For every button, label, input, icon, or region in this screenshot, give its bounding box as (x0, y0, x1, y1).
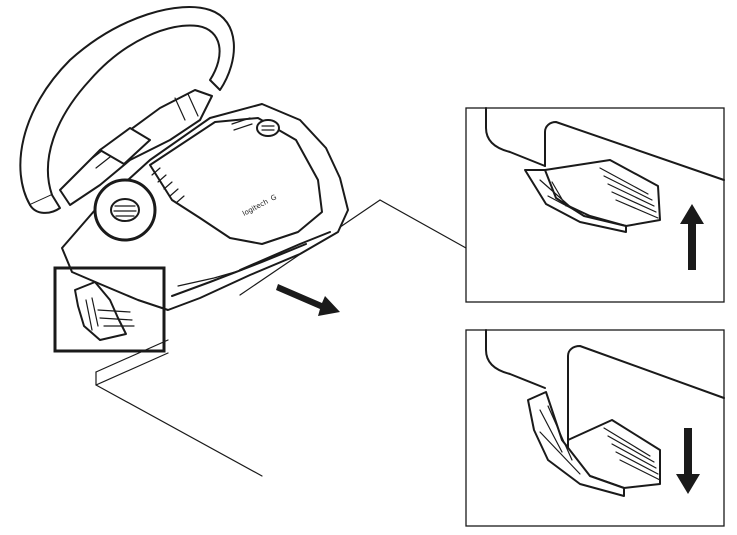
wheel-base (61, 103, 349, 311)
inset-clamp-up (465, 107, 725, 303)
clamp-knob-callout (93, 178, 157, 242)
logo-mark: G (269, 193, 278, 203)
arrow-diagonal-icon (276, 284, 340, 316)
arrow-down-icon (676, 428, 700, 494)
steering-wheel (19, 6, 235, 214)
inset-clamp-down (465, 329, 725, 527)
arrow-up-icon (680, 204, 704, 270)
clamp-closeup-source (53, 266, 166, 353)
